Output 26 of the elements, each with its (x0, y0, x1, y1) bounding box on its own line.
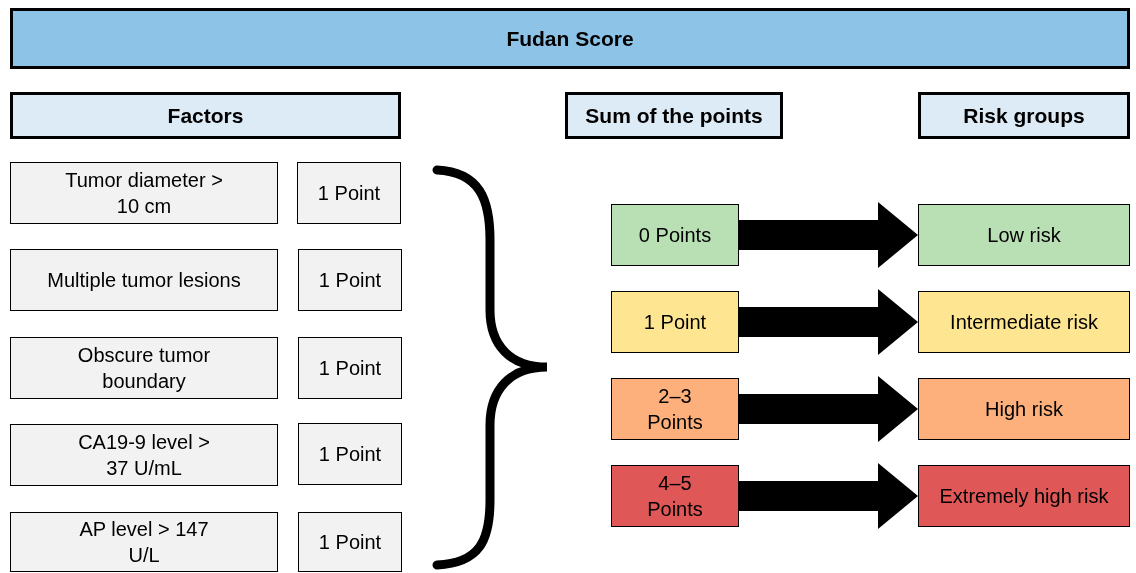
risk-box: Extremely high risk (918, 465, 1130, 527)
factor-box: Tumor diameter > 10 cm (10, 162, 278, 224)
sum-box: 4–5 Points (611, 465, 739, 527)
point-box: 1 Point (298, 249, 402, 311)
block-arrow (739, 289, 918, 355)
risk-box: Low risk (918, 204, 1130, 266)
header-box: Factors (10, 92, 401, 139)
block-arrow (739, 202, 918, 268)
factor-box: Multiple tumor lesions (10, 249, 278, 311)
point-box: 1 Point (298, 423, 402, 485)
factor-box: Obscure tumor boundary (10, 337, 278, 399)
risk-box: Intermediate risk (918, 291, 1130, 353)
title-band: Fudan Score (10, 8, 1130, 69)
header-box: Risk groups (918, 92, 1130, 139)
sum-box: 2–3 Points (611, 378, 739, 440)
block-arrow (739, 463, 918, 529)
point-box: 1 Point (298, 512, 402, 572)
sum-box: 0 Points (611, 204, 739, 266)
point-box: 1 Point (297, 162, 401, 224)
factor-box: AP level > 147 U/L (10, 512, 278, 572)
block-arrow (739, 376, 918, 442)
header-box: Sum of the points (565, 92, 783, 139)
point-box: 1 Point (298, 337, 402, 399)
factor-box: CA19-9 level > 37 U/mL (10, 424, 278, 486)
risk-box: High risk (918, 378, 1130, 440)
sum-box: 1 Point (611, 291, 739, 353)
